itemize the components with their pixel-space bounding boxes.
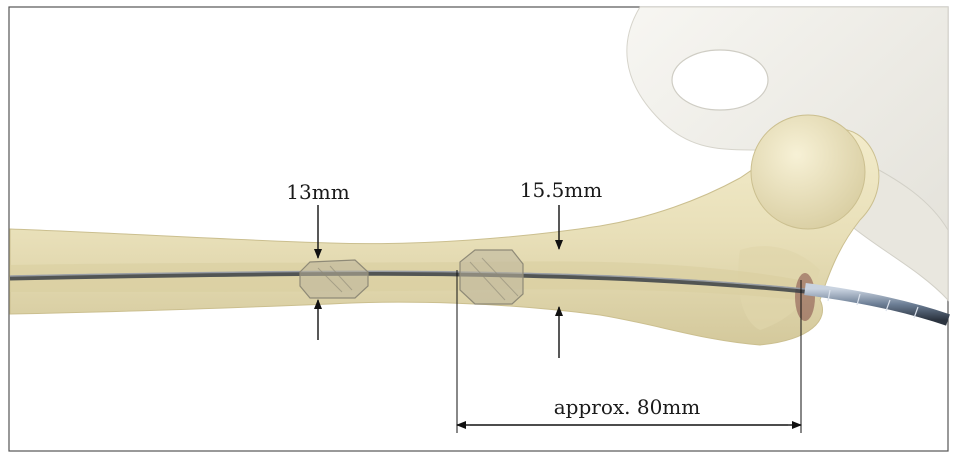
label-15-5mm: 15.5mm [520, 178, 602, 202]
label-length: approx. 80mm [554, 395, 701, 419]
femoral-head [751, 115, 865, 229]
balloon-distal [460, 250, 523, 304]
balloon-proximal [300, 260, 368, 298]
label-13mm: 13mm [286, 180, 349, 204]
